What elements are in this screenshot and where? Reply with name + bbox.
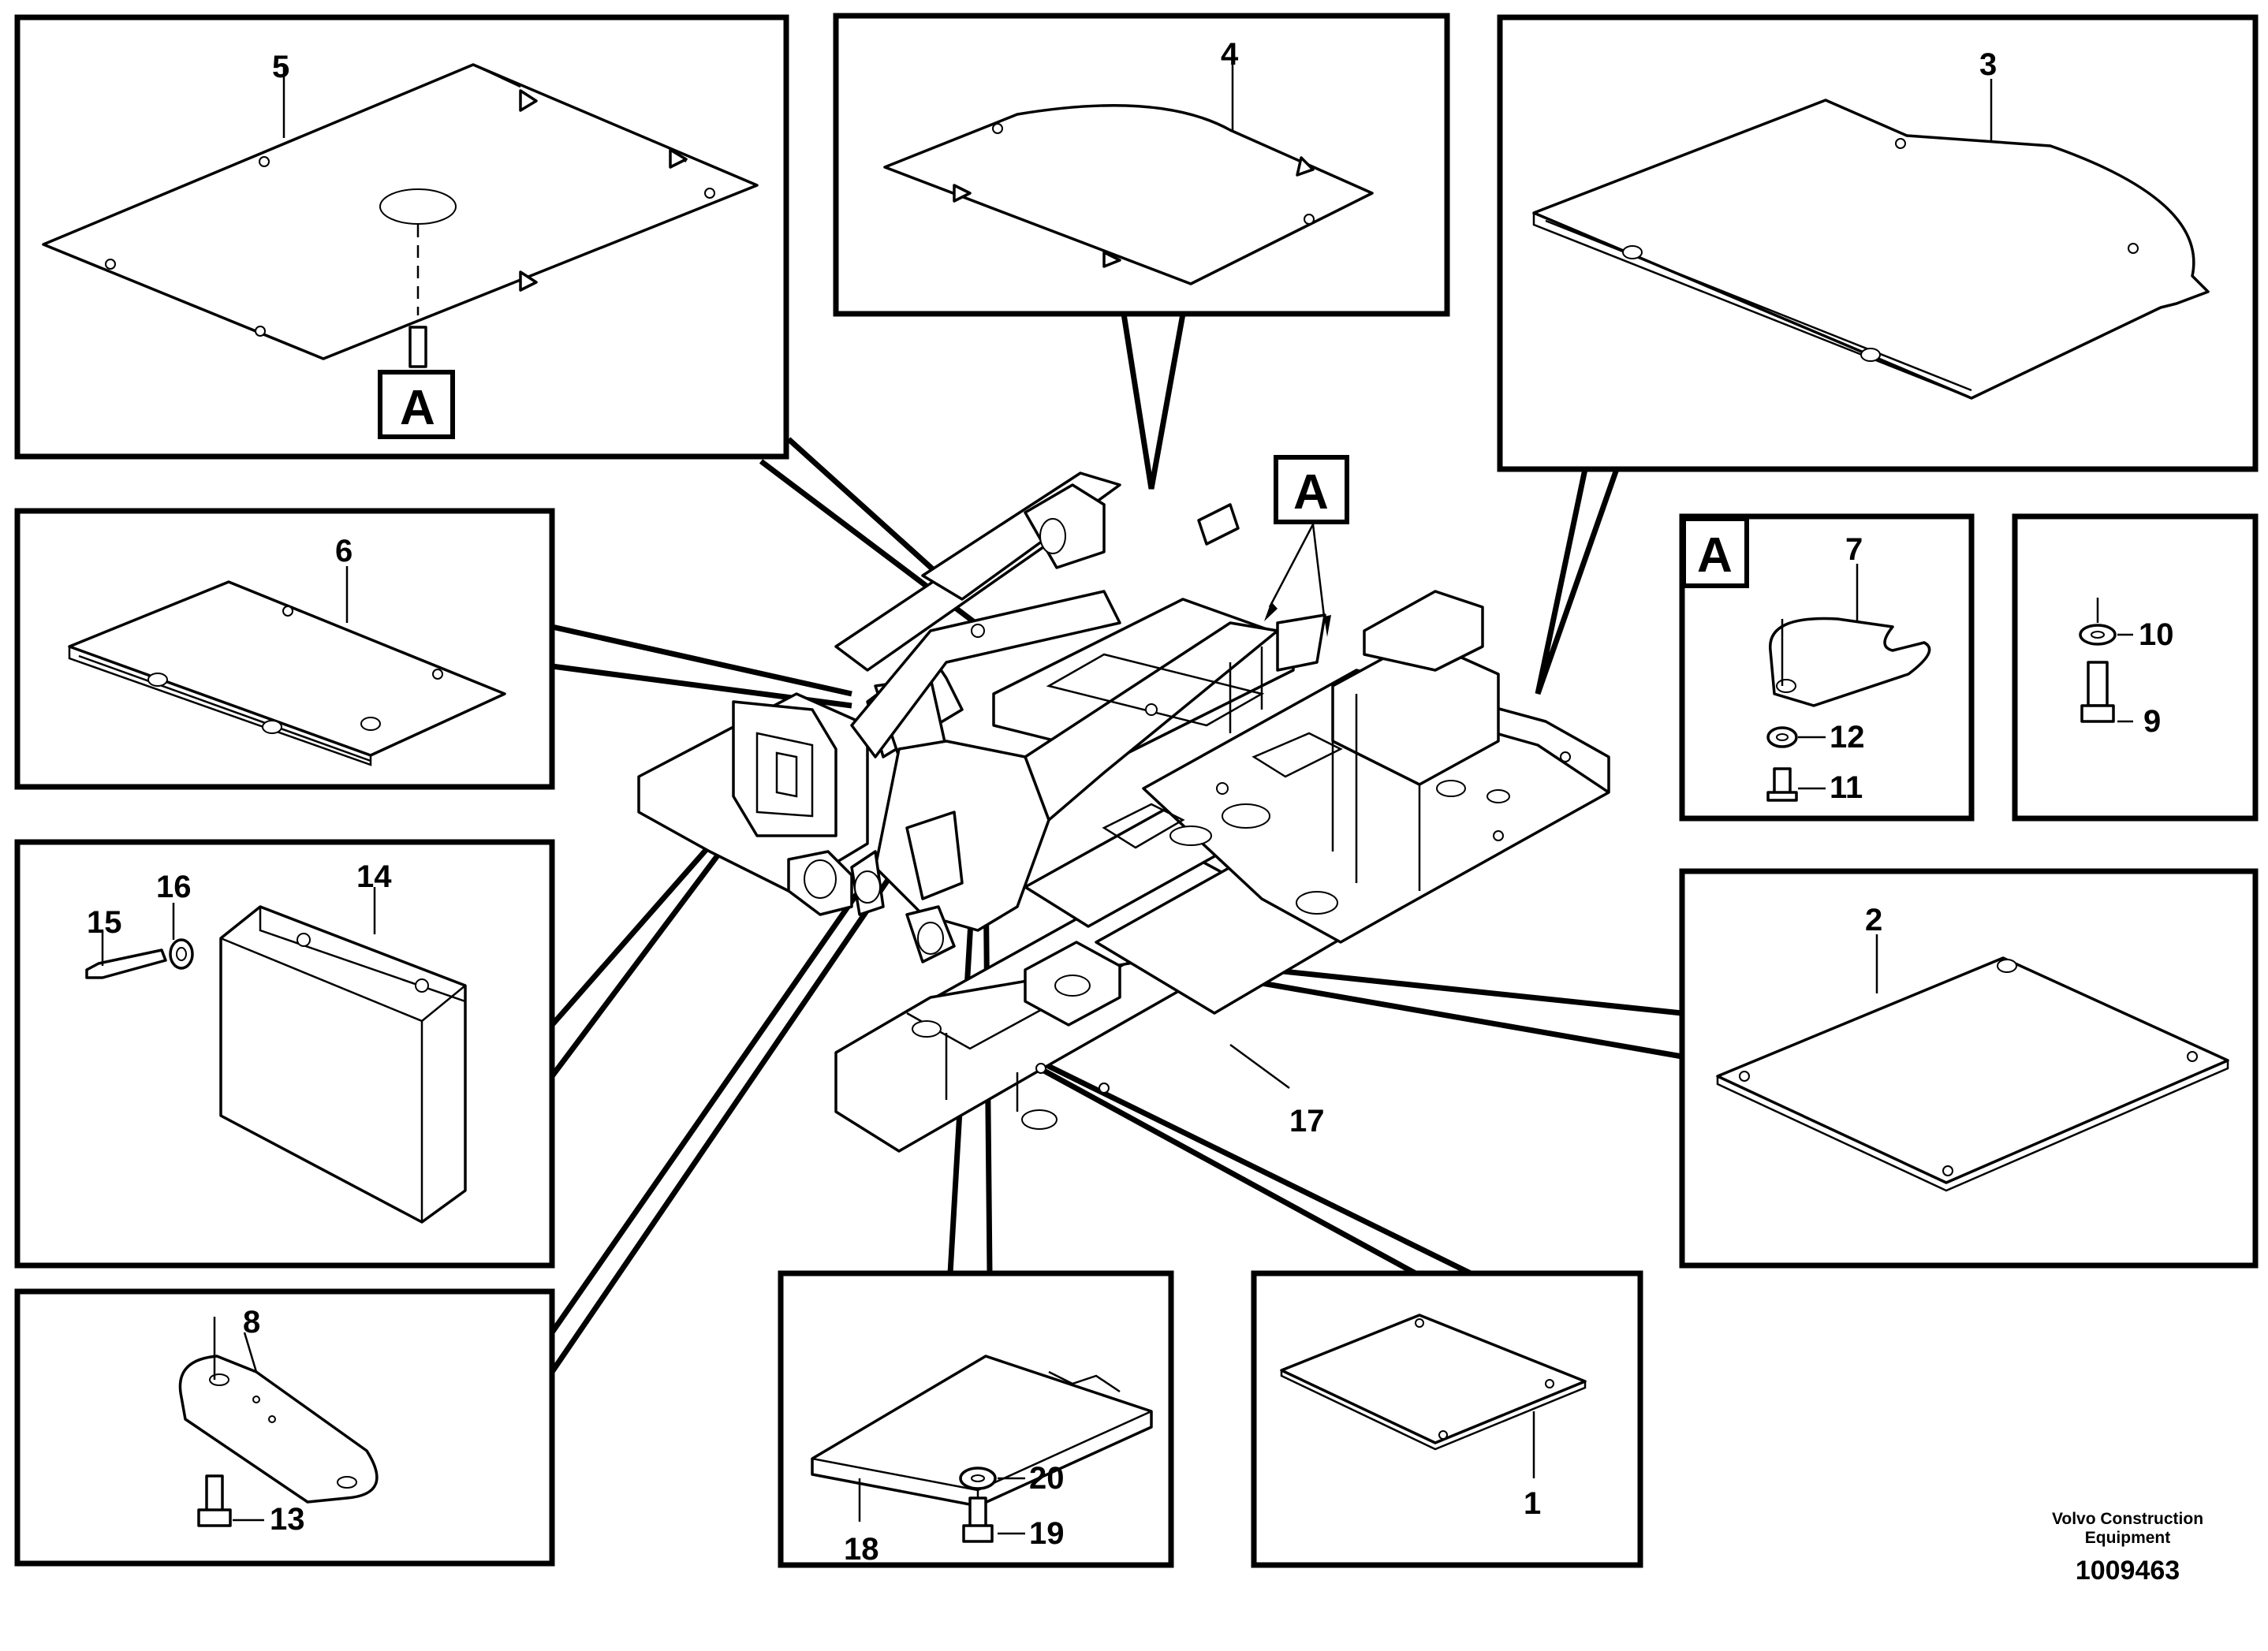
part-label-2: 2	[1865, 903, 1882, 937]
detail-box-2: 2	[1679, 868, 2259, 1269]
part-label-3: 3	[1979, 47, 1997, 82]
detail-box-a: A 7 12 11	[1679, 513, 1975, 822]
part-label-10: 10	[2139, 617, 2174, 652]
part-label-8: 8	[243, 1305, 260, 1340]
main-frame-assembly	[637, 471, 1610, 1153]
detail-box-18: 18 20 19	[778, 1270, 1174, 1568]
footer: Volvo Construction Equipment 1009463	[2052, 1510, 2203, 1586]
part-label-11: 11	[1830, 770, 1863, 805]
part-label-4: 4	[1221, 37, 1239, 72]
detail-box-8: 8 13	[14, 1288, 555, 1567]
detail-box-10-9: 10 9	[2012, 513, 2259, 822]
detail-tag-a	[378, 370, 455, 439]
part-label-15: 15	[87, 905, 122, 940]
part-label-9: 9	[2143, 704, 2161, 739]
company-name-line2: Equipment	[2085, 1529, 2171, 1547]
frame-detail-tag-a: A	[1274, 455, 1349, 524]
detail-box-1: 1	[1251, 1270, 1643, 1568]
part-label-18: 18	[844, 1532, 879, 1567]
part-label-13: 13	[270, 1502, 305, 1537]
svg-text:A: A	[1697, 528, 1733, 583]
part-label-20: 20	[1029, 1461, 1065, 1496]
company-name-line1: Volvo Construction	[2052, 1510, 2203, 1528]
detail-box-6: 6	[14, 508, 555, 790]
detail-box-3: 3	[1497, 14, 2259, 472]
part-label-7: 7	[1845, 532, 1863, 567]
part-label-16: 16	[156, 870, 192, 904]
detail-tag-a	[1681, 516, 1749, 588]
part-label-17: 17	[1289, 1104, 1325, 1139]
part-label-14: 14	[356, 859, 392, 894]
part-label-5: 5	[272, 50, 289, 84]
svg-text:A: A	[1293, 465, 1329, 520]
part-label-19: 19	[1029, 1516, 1065, 1551]
detail-box-14: 15 16 14	[14, 839, 555, 1269]
detail-box-5: 5 A	[14, 14, 789, 460]
part-label-12: 12	[1830, 720, 1865, 755]
document-number: 1009463	[2076, 1556, 2180, 1586]
svg-text:A: A	[400, 381, 435, 435]
part-label-6: 6	[335, 534, 353, 568]
detail-box-4: 4	[833, 13, 1450, 317]
part-label-1: 1	[1524, 1486, 1541, 1521]
